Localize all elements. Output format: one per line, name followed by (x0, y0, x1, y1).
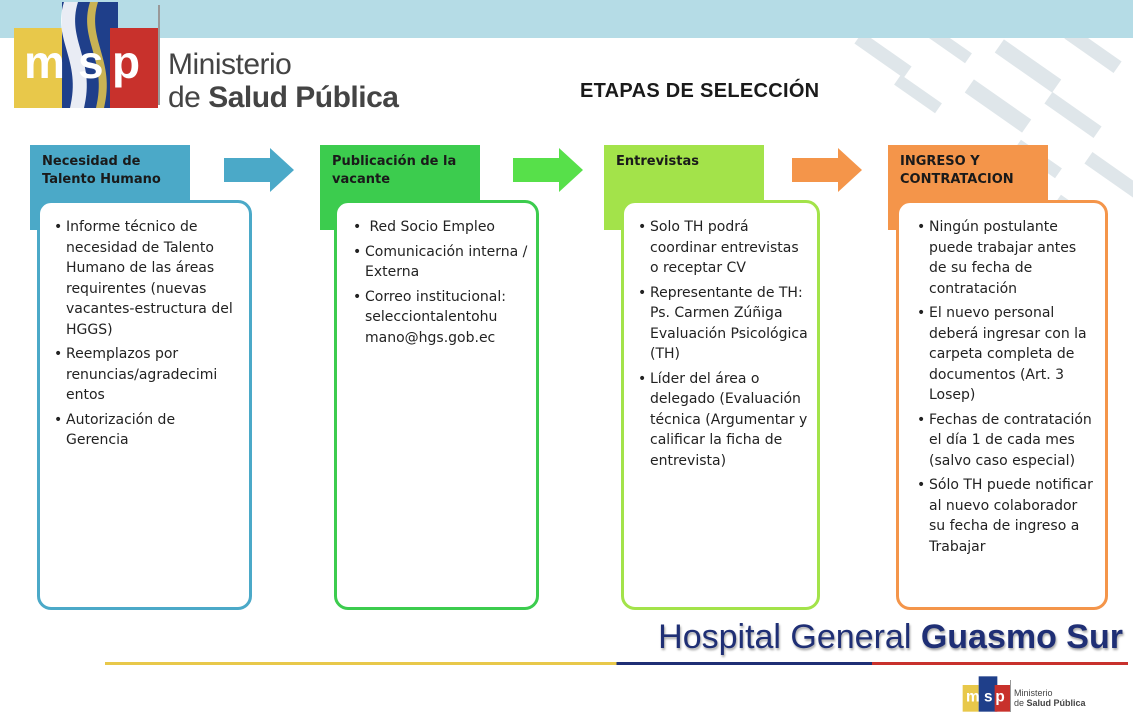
stage-title-1: Necesidad de Talento Humano (42, 154, 161, 187)
stage-3-item: Representante de TH: Ps. Carmen Zúñiga E… (638, 283, 809, 365)
stage-3-item: Solo TH podrá coordinar entrevistas o re… (638, 217, 809, 279)
stage-2-item: Correo institucional: selecciontalentohu… (353, 287, 528, 349)
footer-rule (105, 662, 1128, 665)
stage-card-1: Informe técnico de necesidad de Talento … (37, 200, 252, 610)
svg-text:p: p (112, 36, 140, 88)
hospital-name-bold: Guasmo Sur (920, 618, 1123, 656)
mini-ministry-name: Ministerio de Salud Pública (1014, 688, 1086, 708)
stage-1-item: Autorización de Gerencia (54, 410, 239, 451)
stage-4-item: El nuevo personal deberá ingresar con la… (917, 303, 1097, 406)
arrow-right-icon (513, 148, 583, 192)
svg-text:s: s (984, 689, 993, 706)
ministry-line2: de Salud Pública (168, 81, 399, 114)
svg-text:m: m (24, 36, 63, 88)
stage-card-3: Solo TH podrá coordinar entrevistas o re… (621, 200, 820, 610)
stage-2-item: Red Socio Empleo (353, 217, 528, 238)
logo-divider (158, 5, 160, 105)
stage-title-3: Entrevistas (616, 154, 699, 169)
stage-card-2: Red Socio Empleo Comunicación interna / … (334, 200, 539, 610)
mini-logo-divider (1010, 680, 1011, 712)
hospital-name-prefix: Hospital General (658, 618, 921, 656)
msp-mini-logo: m s p (962, 676, 1011, 712)
svg-text:s: s (78, 36, 104, 88)
ministry-name: Ministerio de Salud Pública (168, 48, 399, 114)
msp-logo: m s p (14, 2, 158, 108)
stage-3-item: Líder del área o delegado (Evaluación té… (638, 369, 809, 472)
stage-card-4: Ningún postulante puede trabajar antes d… (896, 200, 1108, 610)
mini-ministry-line2: de Salud Pública (1014, 698, 1086, 708)
stage-2-item: Comunicación interna / Externa (353, 242, 528, 283)
ministry-line1: Ministerio (168, 48, 292, 81)
page-title: ETAPAS DE SELECCIÓN (580, 80, 820, 102)
stage-4-item: Sólo TH puede notificar al nuevo colabor… (917, 475, 1097, 557)
mini-ministry-line1: Ministerio (1014, 688, 1053, 698)
top-banner (0, 0, 1133, 38)
arrow-right-icon (224, 148, 294, 192)
arrow-right-icon (792, 148, 862, 192)
svg-text:m: m (966, 689, 980, 706)
stage-title-2: Publicación de la vacante (332, 154, 457, 187)
stage-1-item: Informe técnico de necesidad de Talento … (54, 217, 239, 340)
stage-4-item: Fechas de contratación el día 1 de cada … (917, 410, 1097, 472)
stage-title-4: INGRESO Y CONTRATACION (900, 154, 1014, 187)
stage-1-item: Reemplazos por renuncias/agradecimi ento… (54, 344, 239, 406)
hospital-name: Hospital General Guasmo Sur (658, 618, 1123, 657)
stage-4-item: Ningún postulante puede trabajar antes d… (917, 217, 1097, 299)
svg-text:p: p (995, 689, 1004, 706)
